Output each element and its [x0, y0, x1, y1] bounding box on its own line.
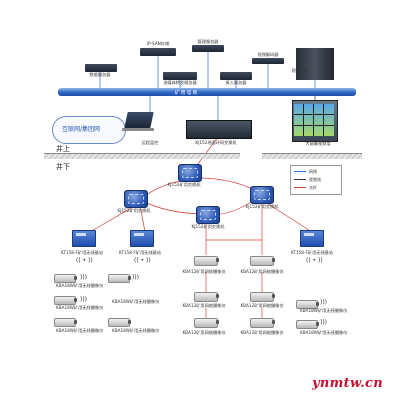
- data-server: [85, 64, 117, 72]
- access-server: [220, 72, 252, 80]
- laptop-icon: [124, 112, 154, 128]
- ring-switch-right-label: KJ152矿用交换机: [245, 204, 279, 209]
- network-camera: [250, 256, 275, 266]
- data-server-label: 数据服务器: [89, 72, 111, 77]
- video-decoder-label: 视频解码器: [257, 52, 279, 57]
- camera-label: KBA18W矿用无线摄像仪: [300, 308, 348, 313]
- wifi-signal-icon: ))): [80, 296, 88, 303]
- core-switch: [186, 120, 252, 139]
- ring-switch-top: [178, 164, 202, 182]
- underground-label: 井下: [56, 163, 70, 171]
- legend-item: 网线: [294, 168, 338, 174]
- wireless-camera: [296, 300, 319, 309]
- wifi-signal-icon: (( • )): [134, 257, 151, 264]
- camera-label: KBA12矿用网络摄像仪: [240, 330, 284, 335]
- base-station-2: [130, 230, 154, 247]
- ring-switch-center: [196, 206, 220, 224]
- ring-switch-right: [250, 186, 274, 204]
- ring-switch-left: [124, 190, 148, 208]
- legend-label: 光纤: [309, 184, 317, 190]
- wifi-signal-icon: (( • )): [76, 257, 93, 264]
- legend-item: 视频线: [294, 176, 338, 182]
- base-station-1-label: KT158-F矿用无线基站: [60, 250, 104, 255]
- wireless-camera: [54, 318, 77, 327]
- base-station-3-label: KT158-F矿用无线基站: [290, 250, 334, 255]
- base-station-1: [72, 230, 96, 247]
- legend-swatch: [294, 171, 306, 172]
- ip-san-storage: [140, 48, 176, 56]
- wireless-camera: [296, 320, 319, 329]
- laptop-base: [122, 128, 154, 131]
- wireless-camera: [54, 274, 77, 283]
- backbone-label: 矿 用 电 网: [174, 90, 198, 96]
- camera-label: KBA12矿用网络摄像仪: [182, 303, 226, 308]
- access-server-label: 接入服务器: [225, 80, 247, 85]
- camera-label: KBA12矿用网络摄像仪: [182, 269, 226, 274]
- network-camera: [194, 292, 219, 302]
- base-station-2-label: KT158-F矿用无线基站: [118, 250, 162, 255]
- camera-label: KBA18W矿用无线摄像仪: [56, 305, 104, 310]
- camera-label: KBA12矿用网络摄像仪: [240, 303, 284, 308]
- ground-strip-left: [44, 153, 240, 159]
- remote-monitor-label: 远程监控: [141, 140, 159, 145]
- base-station-3: [300, 230, 324, 247]
- camera-label: KBA18W矿用无线摄像仪: [56, 283, 104, 288]
- wireless-camera: [54, 296, 77, 305]
- wireless-camera: [108, 274, 131, 283]
- legend-swatch: [294, 179, 306, 180]
- management-server-label: 管理服务器: [197, 39, 219, 44]
- fiber-line: [139, 204, 146, 233]
- streaming-server-label: 流媒体转发服务器: [163, 80, 197, 85]
- streaming-server: [163, 72, 197, 80]
- camera-label: KBA18W矿用无线摄像仪: [56, 328, 104, 333]
- network-camera: [250, 292, 275, 302]
- network-camera: [250, 318, 275, 328]
- ground-strip-right: [262, 153, 362, 159]
- wifi-signal-icon: ))): [320, 319, 328, 326]
- management-server: [192, 45, 224, 52]
- legend-item: 光纤: [294, 184, 338, 190]
- wireless-camera: [108, 318, 131, 327]
- watermark: ynmtw.cn: [312, 376, 383, 391]
- network-camera: [194, 256, 219, 266]
- internet-cloud: [52, 116, 126, 144]
- internet-label: 互联网/集团网: [62, 126, 101, 133]
- video-matrix-label: 视频矩阵: [291, 68, 309, 73]
- ring-switch-center-label: KJ152矿用交换机: [191, 224, 225, 229]
- ring-switch-top-label: KJ152矿用交换机: [167, 182, 201, 187]
- legend-label: 视频线: [309, 176, 321, 182]
- camera-label: KBA18W矿用无线摄像仪: [300, 330, 348, 335]
- wifi-signal-icon: ))): [320, 299, 328, 306]
- wifi-signal-icon: (( • )): [306, 257, 323, 264]
- fiber-line: [89, 203, 139, 233]
- legend-swatch: [294, 187, 306, 188]
- wifi-signal-icon: ))): [132, 274, 140, 281]
- legend: 网线 视频线 光纤: [290, 165, 342, 195]
- ring-switch-left-label: KJ152矿用交换机: [117, 208, 151, 213]
- camera-label: KBA12矿用网络摄像仪: [182, 330, 226, 335]
- camera-label: KBA18W矿用无线摄像仪: [112, 299, 160, 304]
- fiber-line: [261, 199, 313, 233]
- video-wall-label: 大屏幕视频墙: [305, 141, 331, 146]
- network-camera: [194, 318, 219, 328]
- above-ground-label: 井上: [56, 145, 70, 153]
- core-switch-label: KJ152地面环网交换机: [195, 140, 237, 145]
- video-decoder: [252, 58, 284, 64]
- video-matrix: [296, 48, 334, 80]
- network-backbone-bar: [58, 88, 356, 96]
- ip-san-label: IP-SAN存储: [146, 41, 170, 46]
- wifi-signal-icon: ))): [80, 274, 88, 281]
- legend-label: 网线: [309, 168, 317, 174]
- video-wall-screens: [294, 104, 334, 136]
- camera-label: KBA18W矿用无线摄像仪: [112, 328, 160, 333]
- camera-label: KBA12矿用网络摄像仪: [240, 269, 284, 274]
